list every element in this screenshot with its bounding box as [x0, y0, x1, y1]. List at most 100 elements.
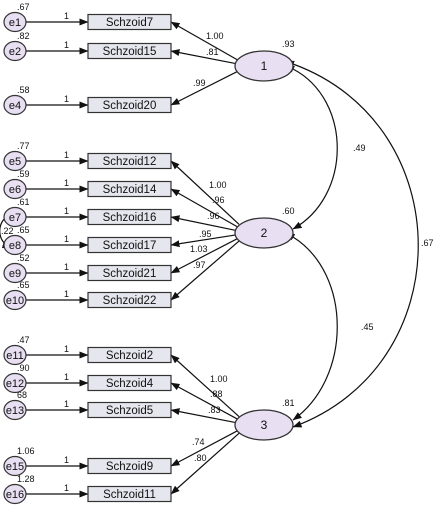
- error-term-e6: [3, 178, 27, 200]
- loading-label-schzoid5: .83: [208, 405, 221, 415]
- loading-path-schzoid5: [170, 408, 240, 424]
- factor-3-variance-label: .81: [282, 398, 295, 408]
- indicator-box-schzoid15: [87, 42, 172, 60]
- error-label-e6: e6: [9, 184, 21, 196]
- indicator-box-schzoid14: [87, 180, 172, 198]
- error-path-weight-e1: 1: [64, 11, 69, 21]
- error-term-e11: [3, 344, 27, 366]
- factor-2-ellipse: [234, 217, 294, 249]
- factor-1-variance-label: .93: [282, 39, 295, 49]
- loading-label-schzoid17: .95: [199, 229, 212, 239]
- error-path-weight-e12: 1: [64, 372, 69, 382]
- error-variance-e11: .47: [17, 335, 30, 345]
- error-label-e11: e11: [6, 350, 24, 362]
- indicator-label-schzoid21: Schzoid21: [103, 268, 157, 280]
- factor-covariance-f2-f3: [285, 232, 338, 421]
- loading-label-schzoid15: .81: [206, 47, 219, 57]
- error-label-e12: e12: [6, 378, 24, 390]
- error-term-e7: [3, 206, 27, 228]
- error-path-weight-e9: 1: [64, 262, 69, 272]
- error-path-weight-e7: 1: [64, 206, 69, 216]
- indicator-label-schzoid9: Schzoid9: [106, 461, 153, 473]
- error-variance-e9: .52: [17, 253, 30, 263]
- factor-3-label: 3: [261, 418, 268, 432]
- indicator-label-schzoid7: Schzoid7: [106, 17, 153, 29]
- factor-covariance-f1-f2: [285, 65, 338, 230]
- indicator-box-schzoid2: [87, 346, 172, 364]
- error-term-e5: [3, 150, 27, 172]
- error-term-e13: [3, 399, 27, 421]
- error-path-weight-e2: 1: [64, 40, 69, 50]
- loading-path-schzoid7: [170, 21, 240, 62]
- error-path-weight-e16: 1: [64, 483, 69, 493]
- loading-path-schzoid2: [170, 354, 240, 418]
- error-path-weight-e13: 1: [64, 399, 69, 409]
- error-variance-e13: 68: [17, 390, 27, 400]
- error-variance-e1: .67: [17, 2, 30, 12]
- factor-2-label: 2: [261, 226, 268, 240]
- indicator-label-schzoid20: Schzoid20: [103, 100, 157, 112]
- error-variance-e8: .65: [17, 225, 30, 235]
- error-covariance-label-e7-e8: .22: [1, 226, 14, 236]
- error-label-e5: e5: [9, 156, 21, 168]
- indicator-box-schzoid17: [87, 236, 172, 254]
- loading-path-schzoid11: [170, 432, 240, 495]
- error-label-e1: e1: [9, 17, 21, 29]
- error-path-weight-e11: 1: [64, 344, 69, 354]
- loading-label-schzoid14: .96: [212, 195, 225, 205]
- error-variance-e12: .90: [17, 363, 30, 373]
- error-path-weight-e4: 1: [64, 94, 69, 104]
- error-term-e4: [3, 94, 27, 116]
- indicator-box-schzoid22: [87, 291, 172, 309]
- indicator-box-schzoid16: [87, 208, 172, 226]
- error-label-e10: e10: [6, 295, 24, 307]
- error-term-e10: [3, 289, 27, 311]
- error-label-e13: e13: [6, 405, 24, 417]
- error-term-e9: [3, 262, 27, 284]
- error-term-e12: [3, 372, 27, 394]
- indicator-box-schzoid21: [87, 264, 172, 282]
- error-path-weight-e15: 1: [64, 455, 69, 465]
- factor-covariance-label-f2-f3: .45: [361, 322, 374, 332]
- error-label-e7: e7: [9, 212, 21, 224]
- loading-label-schzoid16: .96: [207, 211, 220, 221]
- indicator-label-schzoid11: Schzoid11: [103, 489, 156, 501]
- loading-label-schzoid7: 1.00: [206, 31, 224, 41]
- factor-1-label: 1: [261, 59, 268, 73]
- loading-label-schzoid12: 1.00: [209, 180, 227, 190]
- factor-1-ellipse: [234, 50, 294, 82]
- indicator-label-schzoid15: Schzoid15: [103, 46, 157, 58]
- error-label-e16: e16: [6, 489, 24, 501]
- indicator-box-schzoid7: [87, 13, 172, 31]
- loading-path-schzoid22: [170, 240, 240, 301]
- indicator-box-schzoid5: [87, 401, 172, 419]
- loading-path-schzoid20: [170, 70, 240, 106]
- loading-label-schzoid11: .80: [194, 453, 207, 463]
- error-variance-e10: .65: [17, 280, 30, 290]
- indicator-label-schzoid2: Schzoid2: [106, 350, 153, 362]
- error-term-e1: [3, 11, 27, 33]
- loading-path-schzoid12: [170, 160, 240, 225]
- error-path-weight-e10: 1: [64, 289, 69, 299]
- error-path-weight-e6: 1: [64, 178, 69, 188]
- error-variance-e6: .59: [17, 169, 30, 179]
- factor-covariance-label-f1-f2: .49: [353, 143, 366, 153]
- indicator-box-schzoid9: [87, 457, 172, 475]
- indicator-label-schzoid4: Schzoid4: [106, 378, 154, 390]
- loading-path-schzoid9: [170, 429, 240, 467]
- loading-label-schzoid20: .99: [193, 78, 206, 88]
- error-term-e8: [3, 234, 27, 256]
- error-label-e9: e9: [9, 268, 21, 280]
- error-label-e2: e2: [9, 46, 21, 58]
- indicator-label-schzoid5: Schzoid5: [106, 405, 153, 417]
- indicator-box-schzoid4: [87, 374, 172, 392]
- error-path-weight-e5: 1: [64, 150, 69, 160]
- error-variance-e15: 1.06: [17, 446, 35, 456]
- error-label-e15: e15: [6, 461, 24, 473]
- loading-label-schzoid21: 1.03: [190, 244, 208, 254]
- indicator-label-schzoid16: Schzoid16: [103, 212, 157, 224]
- loading-path-schzoid21: [170, 237, 240, 274]
- error-term-e16: [3, 483, 27, 505]
- indicator-label-schzoid22: Schzoid22: [103, 295, 157, 307]
